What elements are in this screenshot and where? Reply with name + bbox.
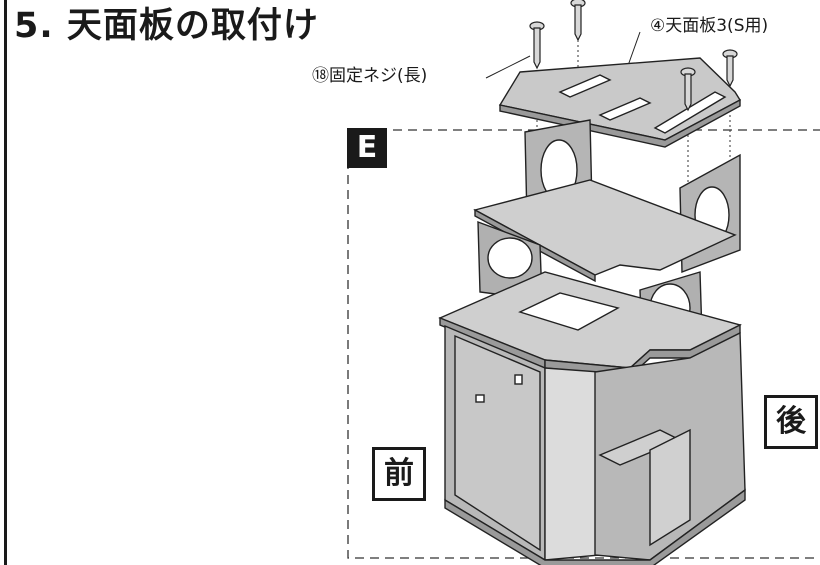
screw-3 bbox=[680, 67, 696, 112]
leader-line-screw bbox=[485, 55, 531, 79]
fixing-screw-label: ⑱固定ネジ(長) bbox=[312, 66, 428, 86]
base-box bbox=[444, 324, 746, 565]
back-direction-label: 後 bbox=[764, 395, 818, 449]
screw-4 bbox=[722, 49, 738, 88]
front-direction-label: 前 bbox=[372, 447, 426, 501]
left-margin-rule bbox=[4, 0, 7, 565]
screw-1 bbox=[529, 21, 545, 70]
step-e-label: E bbox=[347, 128, 387, 168]
top-board-label: ④天面板3(S用) bbox=[650, 16, 769, 36]
screw-2 bbox=[570, 0, 586, 42]
base-top-board bbox=[438, 271, 742, 377]
top-board bbox=[498, 57, 741, 148]
section-title: 5. 天面板の取付け bbox=[14, 6, 319, 46]
